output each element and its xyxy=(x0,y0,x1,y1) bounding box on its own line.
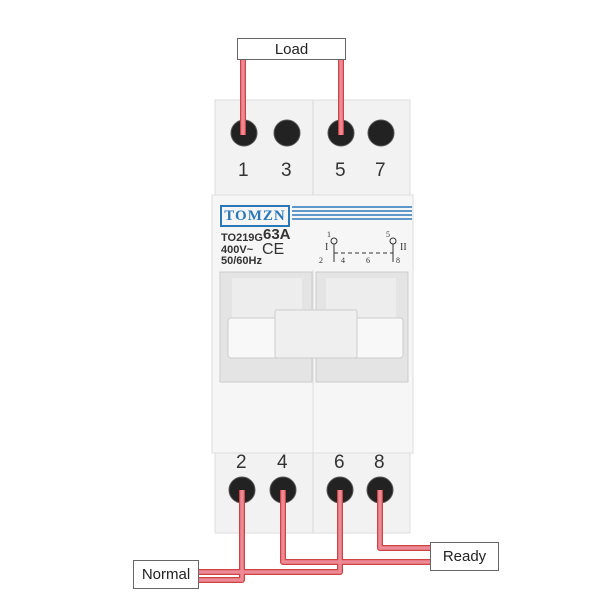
terminal-6: 6 xyxy=(334,452,345,473)
schematic-symbol xyxy=(330,237,397,262)
frequency: 50/60Hz xyxy=(221,255,262,267)
schematic-t1: 1 xyxy=(327,230,331,239)
screw-7 xyxy=(367,119,395,147)
schematic-b2: 2 xyxy=(319,256,323,265)
terminal-4: 4 xyxy=(277,452,288,473)
brand-logo: TOMZN xyxy=(220,205,290,227)
load-label: Load xyxy=(237,38,346,60)
terminal-3: 3 xyxy=(281,160,292,181)
model: TO219G xyxy=(221,232,263,244)
terminal-7: 7 xyxy=(375,160,386,181)
normal-label: Normal xyxy=(133,560,199,589)
terminal-8: 8 xyxy=(374,452,385,473)
terminal-5: 5 xyxy=(335,160,346,181)
ce-mark: CE xyxy=(262,241,285,258)
current-rating: 63A xyxy=(263,226,291,243)
ready-label: Ready xyxy=(430,542,499,571)
screw-3 xyxy=(273,119,301,147)
schematic-t5: 5 xyxy=(386,230,390,239)
schematic-b6: 6 xyxy=(366,256,370,265)
position-1: I xyxy=(325,242,329,253)
position-2: II xyxy=(400,242,407,253)
wires xyxy=(198,58,430,582)
schematic-b4: 4 xyxy=(341,256,345,265)
brand-stripes xyxy=(292,206,412,220)
terminal-2: 2 xyxy=(236,452,247,473)
schematic-b8: 8 xyxy=(396,256,400,265)
voltage: 400V~ xyxy=(221,244,254,256)
terminal-1: 1 xyxy=(238,160,249,181)
